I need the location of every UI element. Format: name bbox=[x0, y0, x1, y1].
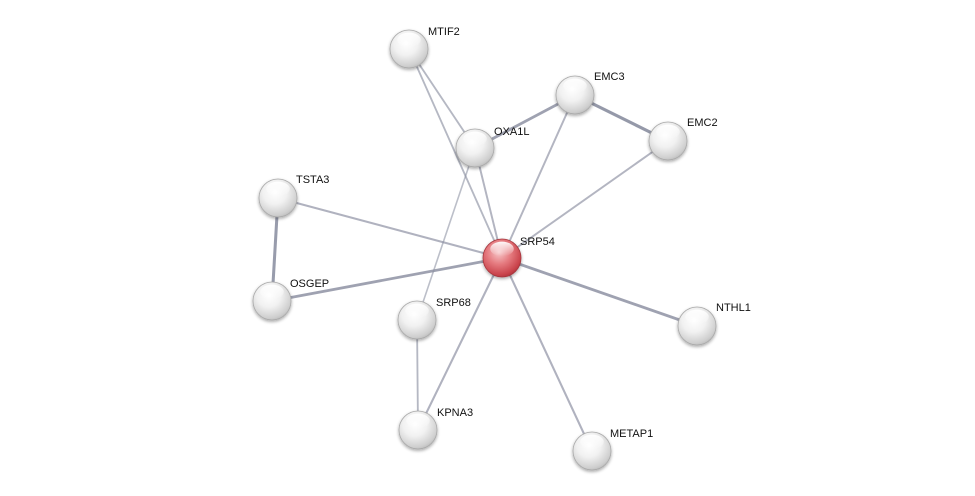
node-emc3[interactable]: EMC3 bbox=[555, 71, 625, 115]
edge-emc3-srp54[interactable] bbox=[501, 94, 576, 259]
node-highlight bbox=[397, 32, 421, 48]
node-oxa1l[interactable]: OXA1L bbox=[455, 126, 529, 168]
node-label-emc3: EMC3 bbox=[594, 71, 625, 83]
node-label-kpna3: KPNA3 bbox=[437, 407, 473, 419]
node-highlight bbox=[266, 181, 290, 197]
node-label-mtif2: MTIF2 bbox=[428, 26, 460, 38]
edge-tsta3-srp54[interactable] bbox=[276, 196, 504, 260]
node-label-oxa1l: OXA1L bbox=[494, 126, 529, 138]
node-srp54[interactable]: SRP54 bbox=[482, 236, 555, 278]
node-highlight bbox=[405, 303, 429, 319]
node-highlight bbox=[656, 124, 680, 140]
node-srp68[interactable]: SRP68 bbox=[397, 297, 471, 340]
node-label-srp54: SRP54 bbox=[520, 236, 555, 248]
node-label-metap1: METAP1 bbox=[610, 428, 653, 440]
node-label-srp68: SRP68 bbox=[436, 297, 471, 309]
node-metap1[interactable]: METAP1 bbox=[572, 428, 653, 471]
node-highlight bbox=[406, 413, 430, 429]
node-mtif2[interactable]: MTIF2 bbox=[389, 26, 460, 69]
node-highlight bbox=[685, 309, 709, 325]
node-highlight bbox=[260, 284, 284, 300]
edge-nthl1-srp54[interactable] bbox=[500, 256, 699, 328]
node-nthl1[interactable]: NTHL1 bbox=[677, 302, 751, 346]
node-label-emc2: EMC2 bbox=[687, 117, 718, 129]
node-kpna3[interactable]: KPNA3 bbox=[398, 407, 473, 450]
node-highlight bbox=[563, 78, 587, 94]
edge-oxa1l-srp68[interactable] bbox=[416, 147, 476, 321]
node-highlight bbox=[463, 131, 487, 147]
node-tsta3[interactable]: TSTA3 bbox=[258, 174, 329, 218]
edge-emc2-srp54[interactable] bbox=[501, 140, 669, 259]
edge-osgep-srp54[interactable] bbox=[270, 256, 504, 303]
node-highlight bbox=[490, 241, 514, 257]
node-label-tsta3: TSTA3 bbox=[296, 174, 329, 186]
node-highlight bbox=[580, 434, 604, 450]
edge-kpna3-srp54[interactable] bbox=[416, 256, 504, 432]
node-osgep[interactable]: OSGEP bbox=[252, 278, 329, 321]
node-label-nthl1: NTHL1 bbox=[716, 302, 751, 314]
node-label-osgep: OSGEP bbox=[290, 278, 329, 290]
edge-mtif2-oxa1l[interactable] bbox=[408, 48, 476, 149]
node-emc2[interactable]: EMC2 bbox=[648, 117, 718, 161]
edge-metap1-srp54[interactable] bbox=[500, 256, 594, 453]
edge-mtif2-srp54[interactable] bbox=[408, 48, 503, 259]
